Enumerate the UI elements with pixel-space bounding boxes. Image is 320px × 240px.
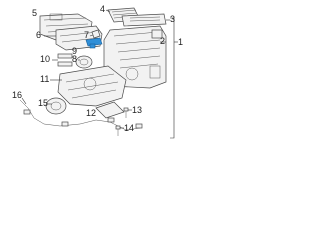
part-10-seal xyxy=(57,61,73,67)
callout-6: 6 xyxy=(36,30,41,40)
part-14-screw xyxy=(115,125,121,136)
callout-1: 1 xyxy=(178,37,183,47)
part-highlighted-actuator xyxy=(85,37,103,49)
leader-16 xyxy=(21,97,27,105)
callout-8: 8 xyxy=(72,54,77,64)
part-11-lower-case xyxy=(57,65,127,107)
callout-11: 11 xyxy=(40,74,49,84)
part-7-clip xyxy=(91,29,101,39)
callout-2: 2 xyxy=(160,36,165,46)
part-15-blower-motor xyxy=(45,97,67,115)
part-8-motor xyxy=(75,55,93,69)
callout-15: 15 xyxy=(38,98,48,108)
part-9-seal xyxy=(57,53,73,59)
bracket-line-1 xyxy=(170,17,175,139)
part-2-main-housing xyxy=(103,25,167,89)
callout-10: 10 xyxy=(40,54,50,64)
callout-5: 5 xyxy=(32,8,37,18)
part-3-cover xyxy=(121,13,167,27)
part-12-duct xyxy=(95,101,125,119)
callout-9: 9 xyxy=(72,46,77,56)
hvac-assembly-diagram: 1 2 3 4 5 6 7 8 9 10 11 12 13 14 15 16 xyxy=(12,4,183,139)
leader-7 xyxy=(89,34,94,37)
callout-16: 16 xyxy=(12,90,22,100)
part-13-screw xyxy=(123,107,129,118)
callout-3: 3 xyxy=(170,14,175,24)
callout-12: 12 xyxy=(86,108,96,118)
callout-13: 13 xyxy=(132,105,142,115)
callout-14: 14 xyxy=(124,123,134,133)
callout-4: 4 xyxy=(100,4,105,14)
leader-4 xyxy=(105,9,111,13)
callout-7: 7 xyxy=(84,30,89,40)
